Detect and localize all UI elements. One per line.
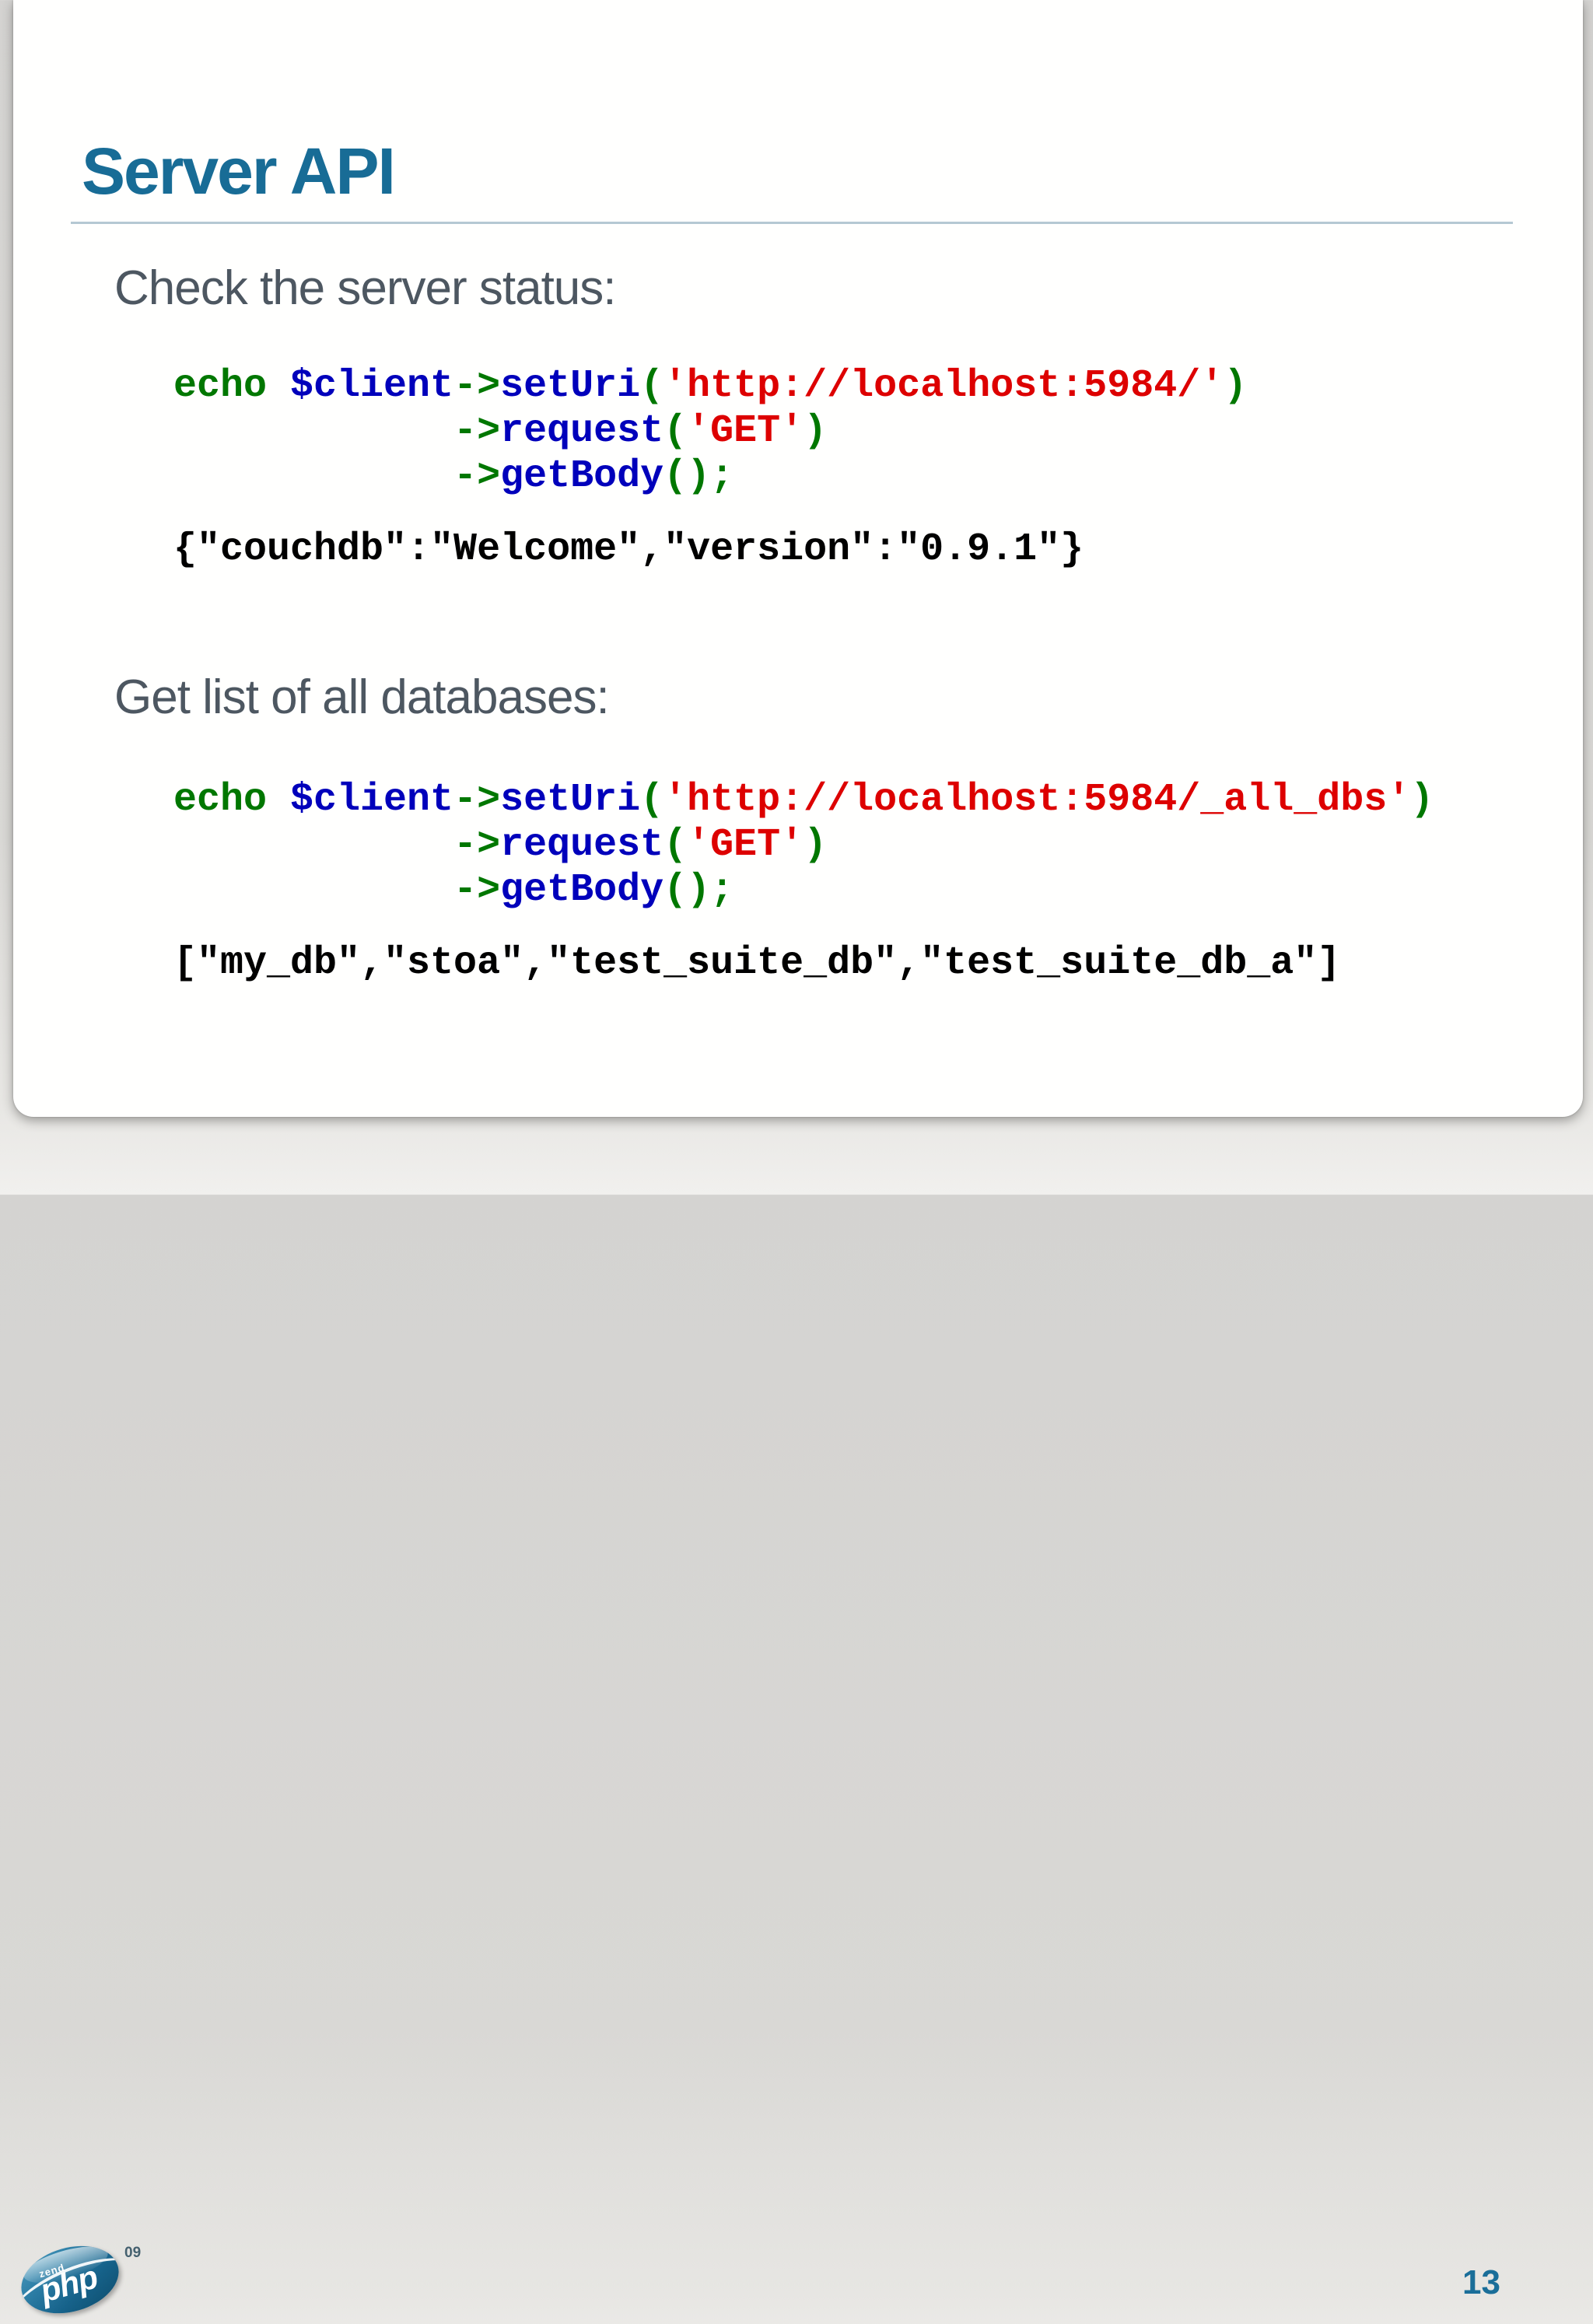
code-block-server-status: echo $client->setUri('http://localhost:5… [173, 364, 1248, 499]
section-heading-server-status: Check the server status: [114, 261, 616, 315]
slide: Server API Check the server status: echo… [0, 0, 1593, 1195]
slide-card: Server API Check the server status: echo… [13, 0, 1583, 1117]
footer: zend php 09 13 [0, 1117, 1593, 2324]
logo-ellipse: zend php [13, 2235, 127, 2324]
section-heading-list-databases: Get list of all databases: [114, 670, 610, 724]
result-list-databases: ["my_db","stoa","test_suite_db","test_su… [173, 941, 1341, 985]
slide-title: Server API [82, 135, 396, 208]
title-rule [71, 222, 1513, 224]
page-number: 13 [1462, 2263, 1500, 2301]
logo-year-label: 09 [124, 2245, 142, 2261]
code-block-list-databases: echo $client->setUri('http://localhost:5… [173, 778, 1434, 912]
result-server-status: {"couchdb":"Welcome","version":"0.9.1"} [173, 527, 1084, 572]
zend-php-09-logo: zend php 09 [13, 2235, 157, 2324]
